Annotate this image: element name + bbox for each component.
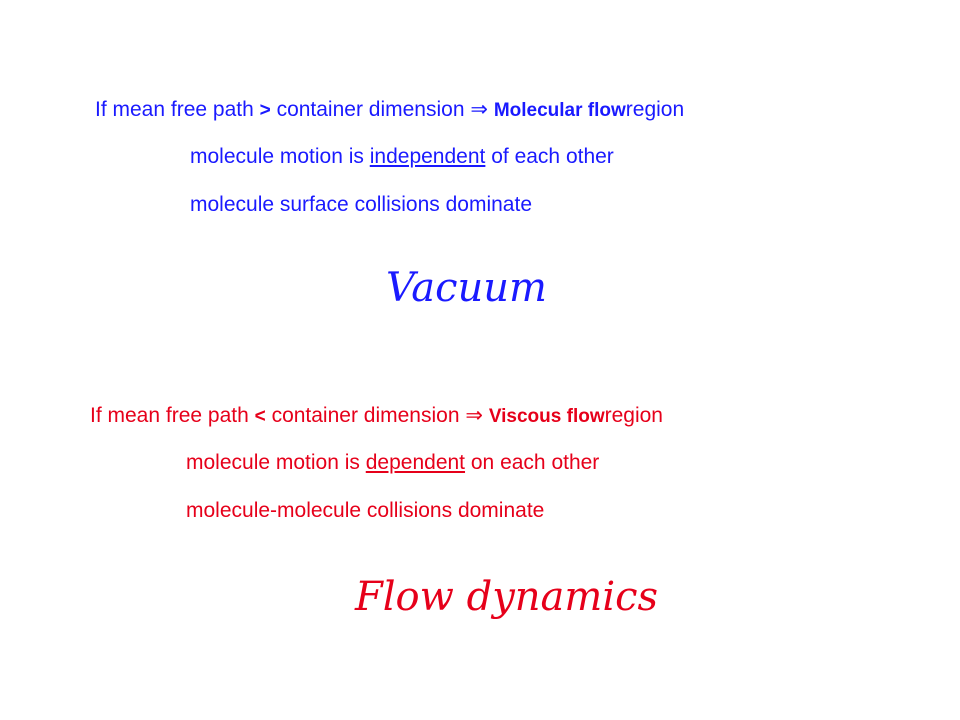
viscous-motion-emphasis: dependent xyxy=(365,451,466,474)
molecular-condition-line: If mean free path > container dimension … xyxy=(95,99,684,120)
viscous-motion-before: molecule motion is xyxy=(186,451,360,474)
viscous-condition-line: If mean free path < container dimension … xyxy=(90,405,663,426)
viscous-condition-middle: container dimension xyxy=(271,404,460,427)
molecular-flow-term: Molecular flow xyxy=(493,100,626,121)
viscous-condition-suffix: region xyxy=(604,404,663,427)
molecular-collisions-line: molecule surface collisions dominate xyxy=(190,193,532,216)
viscous-motion-line: molecule motion is dependent on each oth… xyxy=(186,452,599,473)
viscous-comparator: < xyxy=(254,406,266,427)
molecular-condition-suffix: region xyxy=(625,98,685,121)
molecular-motion-before: molecule motion is xyxy=(190,145,364,168)
molecular-motion-emphasis: independent xyxy=(369,145,486,168)
flow-dynamics-heading: Flow dynamics xyxy=(355,574,659,620)
viscous-motion-after: on each other xyxy=(470,451,600,474)
molecular-motion-line: molecule motion is independent of each o… xyxy=(190,146,614,167)
viscous-condition-prefix: If mean free path xyxy=(90,404,249,427)
molecular-comparator: > xyxy=(259,100,271,121)
implies-arrow-icon: ⇒ xyxy=(470,98,488,121)
viscous-flow-term: Viscous flow xyxy=(488,406,605,427)
vacuum-heading: Vacuum xyxy=(386,265,547,311)
implies-arrow-icon: ⇒ xyxy=(465,404,483,427)
molecular-motion-after: of each other xyxy=(491,145,614,168)
molecular-condition-middle: container dimension xyxy=(276,98,465,121)
viscous-collisions-line: molecule-molecule collisions dominate xyxy=(186,499,545,522)
molecular-condition-prefix: If mean free path xyxy=(95,98,254,121)
